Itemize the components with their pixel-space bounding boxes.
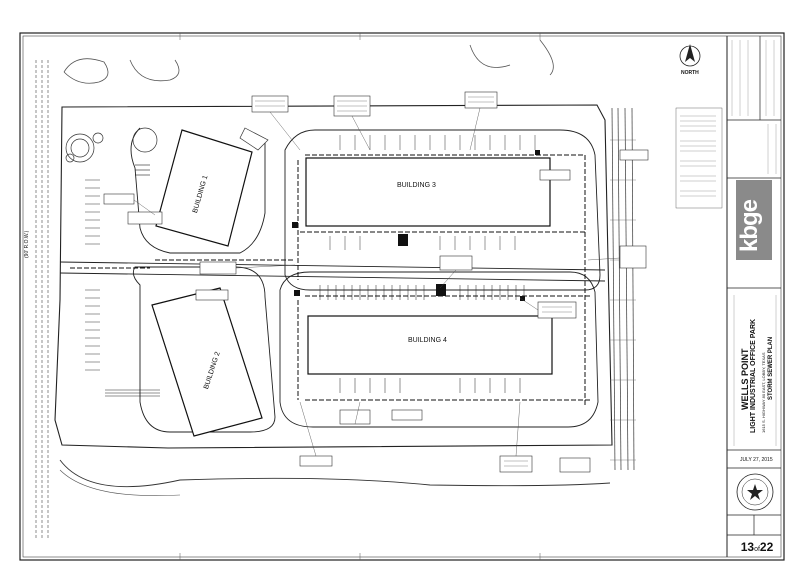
building-1-footprint <box>155 129 253 247</box>
building-2-footprint <box>151 287 263 437</box>
engineer-seal-icon <box>736 473 774 511</box>
building-4-label: BUILDING 4 <box>408 337 447 344</box>
sheet-number: 13of22 <box>740 540 774 554</box>
logo-text: kbge <box>736 199 763 252</box>
project-subtitle: LIGHT INDUSTRIAL OFFICE PARK <box>750 318 757 433</box>
sheet-title: STORM SEWER PLAN <box>768 336 774 400</box>
project-name: WELLS POINT <box>740 348 750 411</box>
north-arrow-icon <box>679 44 701 67</box>
row-label: (90' R.O.W.) <box>24 230 30 258</box>
logo-background <box>736 180 772 260</box>
building-4-footprint <box>307 315 553 375</box>
building-3-footprint <box>305 157 551 227</box>
north-label: NORTH <box>681 70 699 76</box>
project-address: 1615 S. HIGHWAY 80 EAST, LOBBY, TEXAS <box>761 352 766 433</box>
building-3-label: BUILDING 3 <box>397 182 436 189</box>
sheet-date: JULY 27, 2015 <box>740 457 773 463</box>
